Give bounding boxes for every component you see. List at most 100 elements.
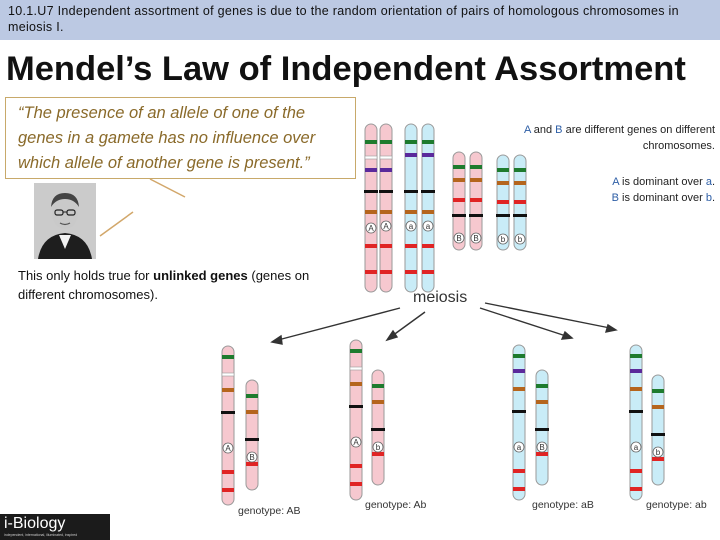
logo-sub: independent, international, illuminated,… xyxy=(4,533,78,537)
gamete-2-long-chromosome-band-1 xyxy=(349,366,363,371)
note-different-genes: A and B are different genes on different… xyxy=(520,122,715,154)
top-chromosome-2-centromere xyxy=(379,190,393,193)
note-dom1-a: A xyxy=(612,176,619,188)
top-chromosome-4-band-3 xyxy=(422,244,434,248)
gamete-1-short-chromosome-band-2 xyxy=(246,462,258,466)
top-allele-4-circle xyxy=(422,220,434,232)
top-chromosome-5-band-1 xyxy=(453,178,465,182)
gamete-3-long-chromosome-band-0 xyxy=(513,354,525,358)
top-chromosome-4-band-0 xyxy=(422,140,434,144)
top-chromosome-4-band-2 xyxy=(422,210,434,214)
gamete-2-long-chromosome-band-0 xyxy=(350,349,362,353)
gamete-4-short-chromosome-band-1 xyxy=(652,405,664,409)
gamete-2-short-chromosome xyxy=(371,369,385,486)
gamete-3-short-chromosome-band-1 xyxy=(536,400,548,404)
gamete-1-long-chromosome-band-1 xyxy=(221,372,235,377)
gamete-2-long-chromosome-band-2 xyxy=(350,382,362,386)
unlinked-suffix: (genes on different chromosomes). xyxy=(18,268,310,302)
gamete-1-long-chromosome-band-0 xyxy=(222,355,234,359)
top-chromosome-8-band-0 xyxy=(514,168,526,172)
top-chromosome-4 xyxy=(421,123,435,293)
gamete-1-allele-1-circle xyxy=(222,442,234,454)
top-chromosome-1-band-0 xyxy=(365,140,377,144)
gamete-2-allele-2: b xyxy=(376,443,381,452)
header-bar: 10.1.U7 Independent assortment of genes … xyxy=(0,0,720,40)
genotype-label-3: genotype: aB xyxy=(532,499,594,511)
gamete-4-long-chromosome-band-1 xyxy=(630,369,642,373)
gamete-4-long-chromosome-band-0 xyxy=(630,354,642,358)
gamete-2-allele-1: A xyxy=(353,438,359,447)
genotype-label-2: genotype: Ab xyxy=(365,499,427,511)
top-allele-3-circle xyxy=(405,220,417,232)
top-chromosome-3-centromere xyxy=(404,190,418,193)
top-chromosome-4-band-4 xyxy=(422,270,434,274)
note-ab-b: B xyxy=(555,124,563,136)
note-dom2-end: . xyxy=(711,192,715,204)
note-dom1-end: . xyxy=(711,176,715,188)
gamete-2-short-chromosome-band-2 xyxy=(372,452,384,456)
note-ab-a: A xyxy=(523,124,531,136)
top-chromosome-8-band-1 xyxy=(514,181,526,185)
quote-pointer-line xyxy=(149,178,186,198)
gamete-3-long-chromosome-band-2 xyxy=(513,387,525,391)
gamete-4-short-chromosome-centromere xyxy=(651,433,665,436)
unlinked-bold: unlinked genes xyxy=(153,268,248,283)
gamete-2-short-chromosome-band-0 xyxy=(372,384,384,388)
note-ab-and: and xyxy=(530,124,556,136)
top-chromosome-7-centromere xyxy=(496,214,510,217)
gamete-3-short-chromosome-centromere xyxy=(535,428,549,431)
gamete-3-short-chromosome-band-2 xyxy=(536,452,548,456)
portrait-pointer-line xyxy=(99,211,134,237)
gamete-2-long-chromosome xyxy=(349,339,363,501)
gamete-4-long-chromosome-band-2 xyxy=(630,387,642,391)
top-allele-1: A xyxy=(368,224,374,233)
gamete-3-long-chromosome-band-3 xyxy=(513,469,525,473)
meiosis-label: meiosis xyxy=(413,289,468,306)
top-allele-4: a xyxy=(426,222,431,231)
gamete-4-short-chromosome-band-0 xyxy=(652,389,664,393)
top-chromosome-7-band-1 xyxy=(497,181,509,185)
top-chromosome-1-band-1 xyxy=(364,155,378,160)
top-chromosome-2-band-5 xyxy=(380,270,392,274)
top-chromosome-2-band-2 xyxy=(380,168,392,172)
note-dom2-mid: is dominant over xyxy=(618,192,706,204)
top-chromosome-2 xyxy=(379,123,393,293)
top-chromosome-5-band-0 xyxy=(453,165,465,169)
gamete-3-long-chromosome-centromere xyxy=(512,410,526,413)
top-chromosome-3-band-3 xyxy=(405,244,417,248)
gamete-4-allele-2-circle xyxy=(652,446,664,458)
unlinked-prefix: This only holds true for xyxy=(18,268,154,283)
ibiology-logo: i-Biology independent, international, il… xyxy=(0,514,110,540)
top-allele-2-circle xyxy=(380,220,392,232)
note-dom2-a: B xyxy=(611,192,619,204)
genotype-label-4: genotype: ab xyxy=(646,499,707,511)
top-chromosome-1-band-3 xyxy=(365,210,377,214)
arrow-icon xyxy=(270,302,618,345)
gamete-3-short-chromosome-band-0 xyxy=(536,384,548,388)
gamete-1-short-chromosome-band-1 xyxy=(246,410,258,414)
gamete-2-allele-2-circle xyxy=(372,441,384,453)
gamete-1-long-chromosome-centromere xyxy=(221,411,235,414)
gamete-3-short-chromosome xyxy=(535,369,549,486)
top-chromosome-4-band-1 xyxy=(422,153,434,157)
gamete-1-short-chromosome-band-0 xyxy=(246,394,258,398)
gamete-3-long-chromosome xyxy=(512,344,526,501)
note-dom1-mid: is dominant over xyxy=(618,176,706,188)
quote-box: “The presence of an allele of one of the… xyxy=(5,97,356,179)
top-allele-5: B xyxy=(456,234,461,243)
note-dom-1: A is dominant over a. xyxy=(520,174,715,190)
top-allele-6-circle xyxy=(470,232,482,244)
gamete-1-allele-2: B xyxy=(249,453,254,462)
gamete-2-long-chromosome-band-3 xyxy=(350,464,362,468)
top-chromosome-1 xyxy=(364,123,378,293)
gamete-4-allele-1-circle xyxy=(630,441,642,453)
top-allele-6: B xyxy=(473,234,478,243)
gamete-2-allele-1-circle xyxy=(350,436,362,448)
logo-main: i-Biology xyxy=(4,515,66,532)
gamete-3-allele-2-circle xyxy=(536,441,548,453)
gamete-2-long-chromosome-band-4 xyxy=(350,482,362,486)
top-chromosome-2-band-3 xyxy=(380,210,392,214)
top-chromosome-1-band-2 xyxy=(365,168,377,172)
page-title: Mendel’s Law of Independent Assortment xyxy=(6,50,686,88)
